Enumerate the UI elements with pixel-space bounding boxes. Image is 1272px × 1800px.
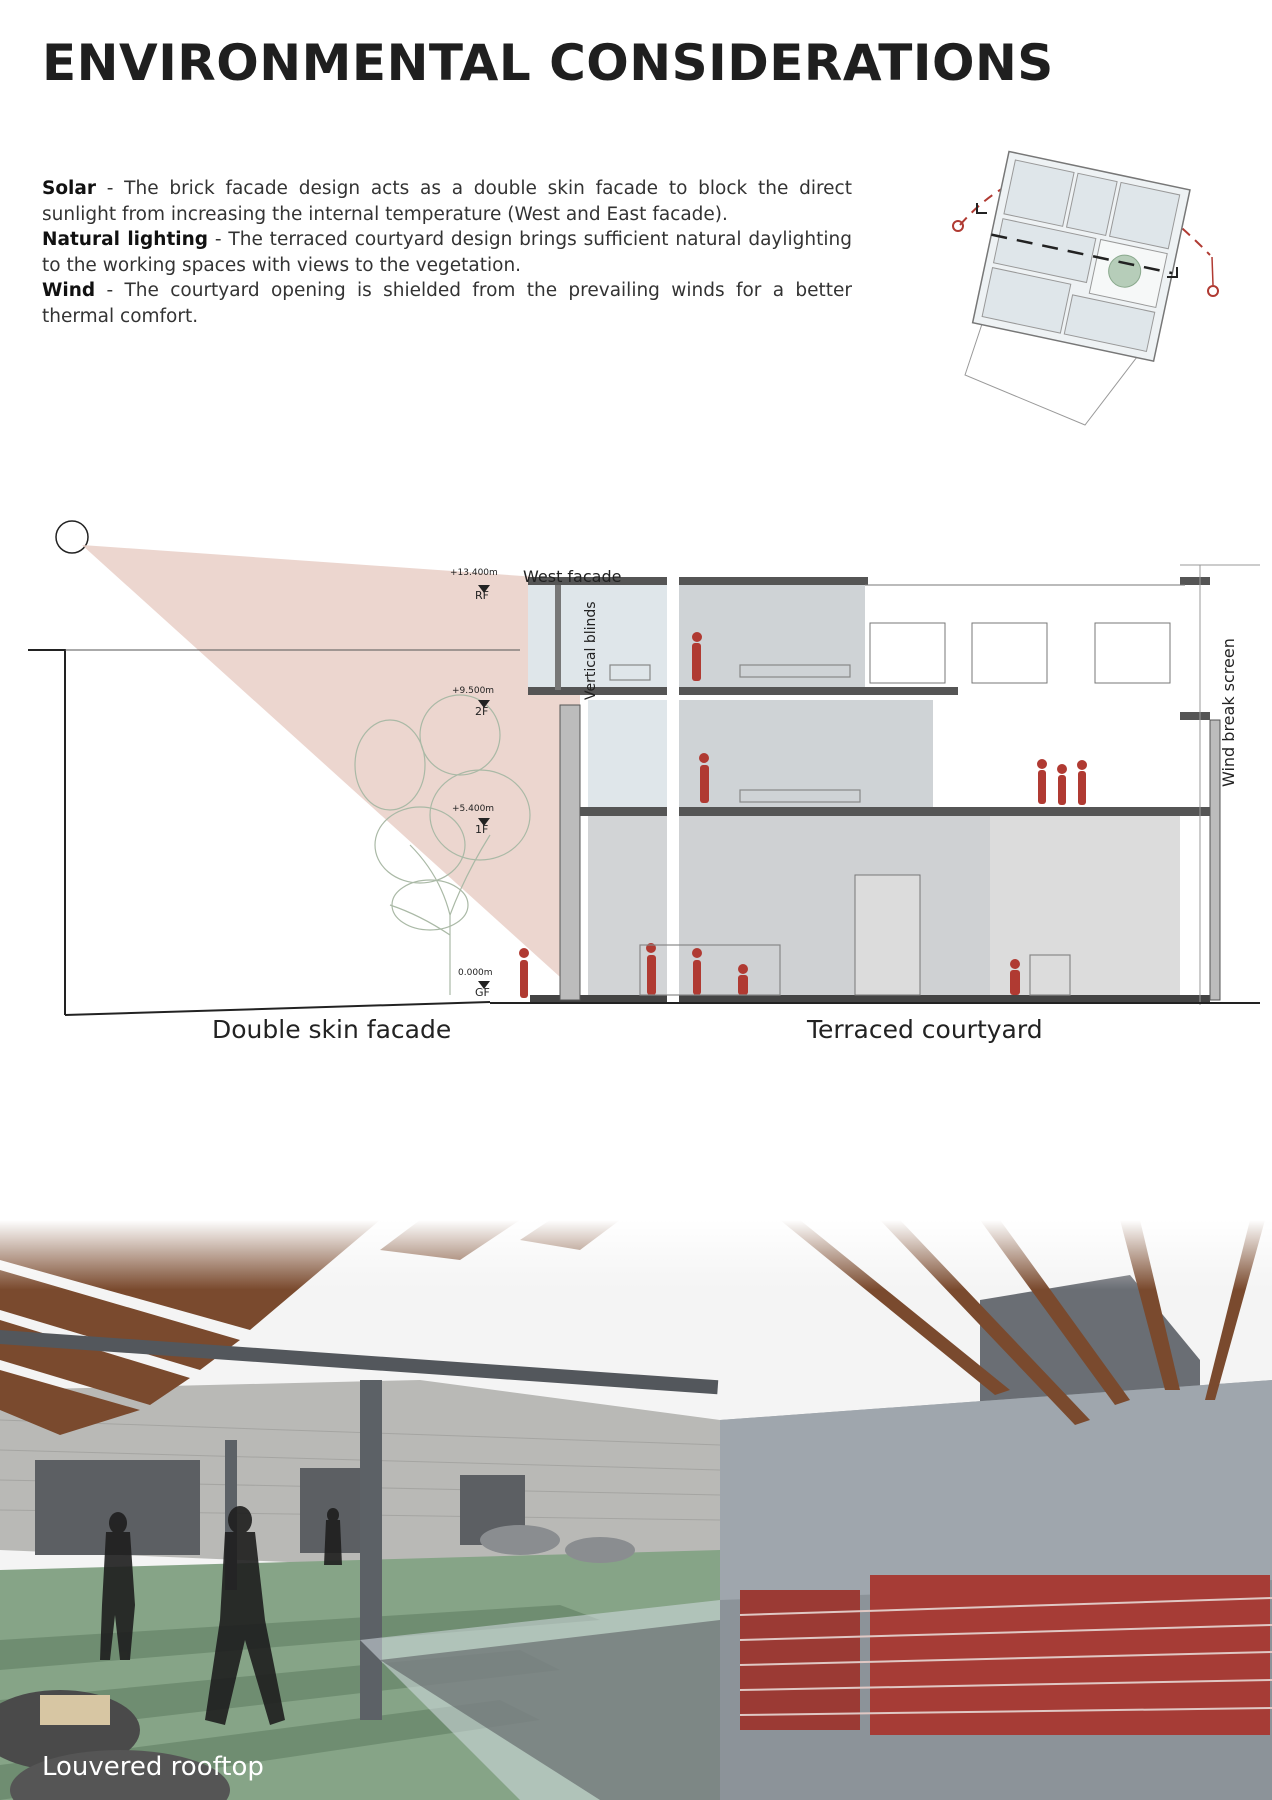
level-1f-elev: +5.400m <box>452 804 494 814</box>
caption-double-skin-facade: Double skin facade <box>212 1015 452 1044</box>
level-rf-name: RF <box>475 589 489 602</box>
solar-text: - The brick facade design acts as a doub… <box>42 178 852 225</box>
wind-break-screen-label: Wind break screen <box>1219 638 1238 787</box>
west-facade-label: West facade <box>523 567 621 586</box>
wind-label: Wind <box>42 280 96 301</box>
sun-icon <box>55 520 89 554</box>
level-1f-name: 1F <box>475 823 488 836</box>
sun-ray-wedge <box>82 545 580 995</box>
lighting-label: Natural lighting <box>42 229 209 250</box>
caption-terraced-courtyard: Terraced courtyard <box>807 1015 1043 1044</box>
wind-text: - The courtyard opening is shielded from… <box>42 280 852 327</box>
level-rf-elev: +13.400m <box>450 568 498 578</box>
building-section-drawing: +13.400m RF +9.500m 2F +5.400m 1F 0.000m… <box>28 520 1260 1035</box>
lighting-text: - The terraced courtyard design brings s… <box>42 229 852 276</box>
sun-marker-icon <box>1207 285 1219 297</box>
intro-text: Solar - The brick facade design acts as … <box>42 176 852 329</box>
page-title: ENVIRONMENTAL CONSIDERATIONS <box>42 34 1054 92</box>
caption-louvered-rooftop: Louvered rooftop <box>42 1752 264 1782</box>
key-plan-drawing <box>952 150 1219 426</box>
level-2f-elev: +9.500m <box>452 686 494 696</box>
people-figures <box>519 632 1087 998</box>
sun-marker-icon <box>952 220 964 232</box>
vertical-blinds-label: Vertical blinds <box>583 601 599 700</box>
level-gf-name: GF <box>475 986 490 999</box>
tree-sketch <box>354 694 531 995</box>
neighbour-building <box>28 649 66 1015</box>
courtyard-rooftop-render <box>0 1220 1272 1800</box>
solar-label: Solar <box>42 178 96 199</box>
building-plan <box>971 150 1191 363</box>
level-gf-elev: 0.000m <box>458 968 493 978</box>
level-2f-name: 2F <box>475 705 488 718</box>
